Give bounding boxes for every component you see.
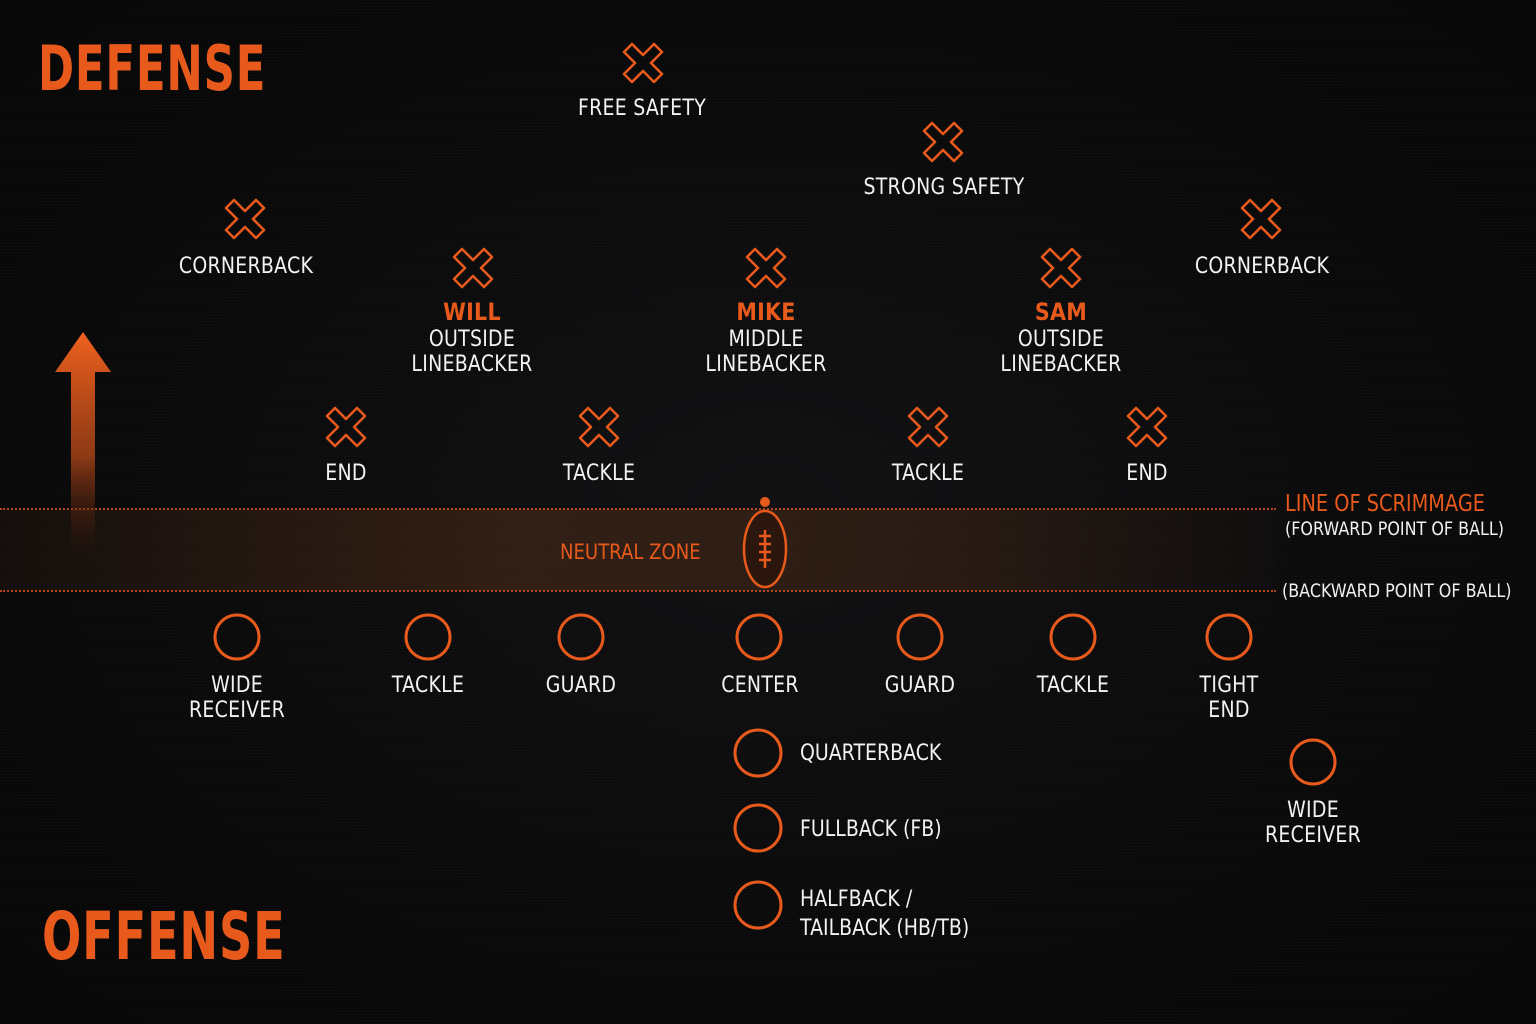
- x-marker-icon: [1040, 247, 1082, 289]
- halfback-label: HALFBACK /TAILBACK (HB/TB): [800, 887, 970, 941]
- fullback-label: FULLBACK (FB): [800, 817, 942, 842]
- neutral-zone-band: [0, 509, 1278, 591]
- circle-marker-icon: [896, 613, 944, 661]
- sam-nickname: SAM: [1034, 298, 1088, 326]
- tackle-left-label: TACKLE: [562, 461, 636, 486]
- circle-marker-icon: [733, 880, 783, 930]
- offense-title: OFFENSE: [42, 898, 286, 975]
- x-marker-icon: [907, 406, 949, 448]
- x-marker-icon: [325, 406, 367, 448]
- line-of-scrimmage-line: [0, 508, 1276, 510]
- mike-linebacker-label: MIKE MIDDLE LINEBACKER: [705, 298, 827, 377]
- cornerback-right-label: CORNERBACK: [1194, 254, 1330, 279]
- circle-marker-icon: [1289, 738, 1337, 786]
- football-icon: [742, 497, 788, 589]
- circle-marker-icon: [213, 613, 261, 661]
- mike-nickname: MIKE: [736, 298, 796, 326]
- strong-safety-label: STRONG SAFETY: [863, 175, 1025, 200]
- x-marker-icon: [922, 121, 964, 163]
- forward-point-label: (FORWARD POINT OF BALL): [1285, 518, 1505, 540]
- guard-left-label: GUARD: [545, 673, 617, 698]
- circle-marker-icon: [733, 728, 783, 778]
- line-of-scrimmage-label: LINE OF SCRIMMAGE: [1285, 491, 1485, 517]
- circle-marker-icon: [1049, 613, 1097, 661]
- backward-point-label: (BACKWARD POINT OF BALL): [1282, 580, 1512, 602]
- defense-title: DEFENSE: [38, 32, 267, 105]
- x-marker-icon: [578, 406, 620, 448]
- cornerback-left-label: CORNERBACK: [178, 254, 314, 279]
- circle-marker-icon: [733, 803, 783, 853]
- neutral-zone-label: NEUTRAL ZONE: [560, 540, 701, 564]
- offensive-tackle-left-label: TACKLE: [391, 673, 465, 698]
- tackle-right-label: TACKLE: [891, 461, 965, 486]
- x-marker-icon: [1126, 406, 1168, 448]
- circle-marker-icon: [557, 613, 605, 661]
- guard-right-label: GUARD: [884, 673, 956, 698]
- x-marker-icon: [224, 198, 266, 240]
- free-safety-label: FREE SAFETY: [577, 96, 707, 121]
- circle-marker-icon: [404, 613, 452, 661]
- up-arrow-icon: [55, 332, 111, 558]
- x-marker-icon: [622, 42, 664, 84]
- will-linebacker-label: WILL OUTSIDE LINEBACKER: [411, 298, 533, 377]
- sam-linebacker-label: SAM OUTSIDE LINEBACKER: [1000, 298, 1122, 377]
- circle-marker-icon: [1205, 613, 1253, 661]
- x-marker-icon: [452, 247, 494, 289]
- circle-marker-icon: [735, 613, 783, 661]
- will-nickname: WILL: [443, 298, 501, 326]
- x-marker-icon: [745, 247, 787, 289]
- end-right-label: END: [1126, 461, 1168, 486]
- quarterback-label: QUARTERBACK: [800, 741, 942, 766]
- end-left-label: END: [325, 461, 367, 486]
- center-label: CENTER: [721, 673, 799, 698]
- backward-point-line: [0, 590, 1276, 592]
- x-marker-icon: [1240, 198, 1282, 240]
- offensive-tackle-right-label: TACKLE: [1036, 673, 1110, 698]
